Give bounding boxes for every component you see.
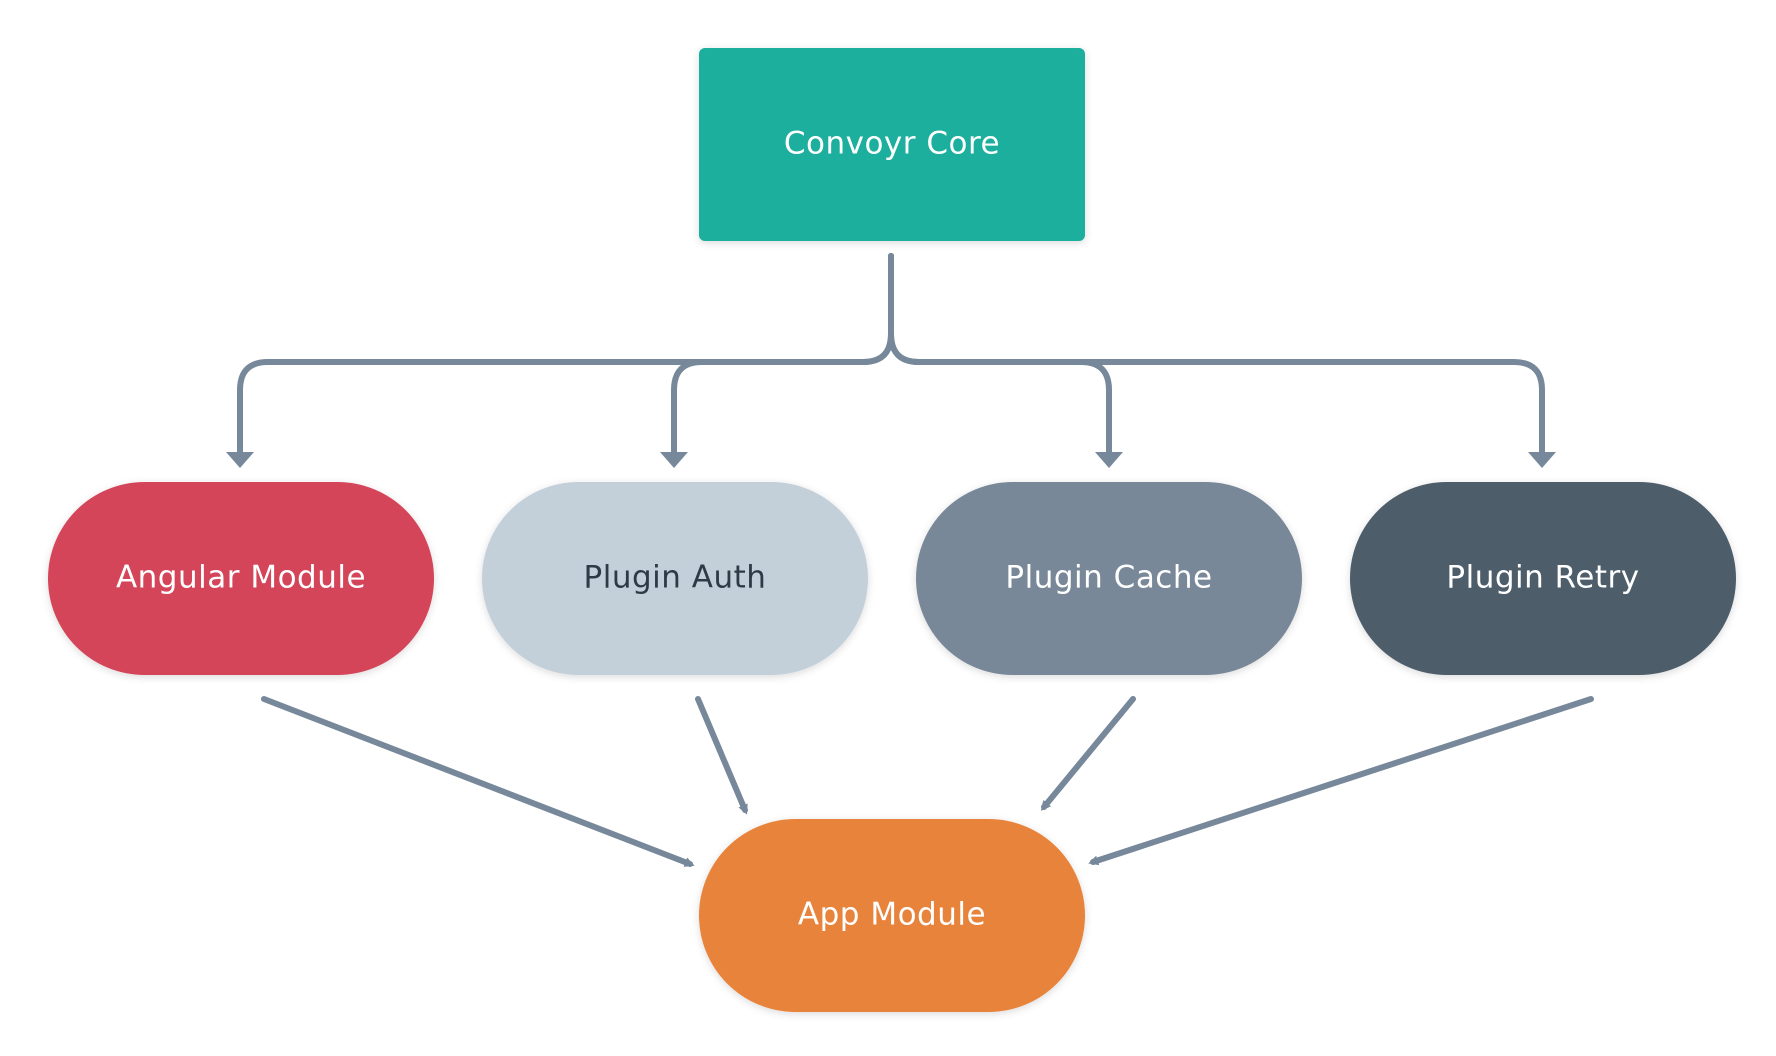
node-app-module-pill — [699, 819, 1085, 1012]
node-app-module: App Module — [699, 819, 1085, 1012]
core-arrowheads — [226, 452, 1556, 468]
edge-auth-to-app — [695, 696, 748, 815]
node-plugin-retry-pill — [1350, 482, 1736, 675]
node-plugin-retry-label: Plugin Retry — [1446, 560, 1639, 596]
edge-core-to-angular — [237, 253, 894, 455]
edge-core-to-retry — [888, 253, 1545, 455]
node-plugin-auth-pill — [482, 482, 868, 675]
edge-core-to-cache — [888, 253, 1112, 455]
node-angular-module: Angular Module — [48, 482, 434, 675]
edge-retry-to-app — [1088, 696, 1594, 866]
node-convoyr-core-label: Convoyr Core — [784, 126, 1000, 162]
edge-core-to-auth — [671, 253, 894, 455]
arrowhead-auth — [660, 452, 688, 468]
edge-angular-to-app — [261, 696, 695, 867]
node-app-module-label: App Module — [798, 897, 986, 933]
node-plugin-retry: Plugin Retry — [1350, 482, 1736, 675]
node-convoyr-core: Convoyr Core — [699, 48, 1085, 241]
arrowhead-angular — [226, 452, 254, 468]
node-plugin-auth-label: Plugin Auth — [584, 560, 767, 596]
arrowhead-retry — [1528, 452, 1556, 468]
node-plugin-cache-label: Plugin Cache — [1005, 560, 1212, 596]
node-angular-module-label: Angular Module — [116, 560, 366, 596]
app-connectors — [261, 696, 1594, 867]
arrowhead-cache — [1095, 452, 1123, 468]
edge-cache-to-app — [1040, 696, 1136, 811]
node-plugin-cache: Plugin Cache — [916, 482, 1302, 675]
core-connectors — [237, 253, 1545, 455]
node-angular-module-pill — [48, 482, 434, 675]
node-plugin-cache-pill — [916, 482, 1302, 675]
node-plugin-auth: Plugin Auth — [482, 482, 868, 675]
node-convoyr-core-box — [699, 48, 1085, 241]
